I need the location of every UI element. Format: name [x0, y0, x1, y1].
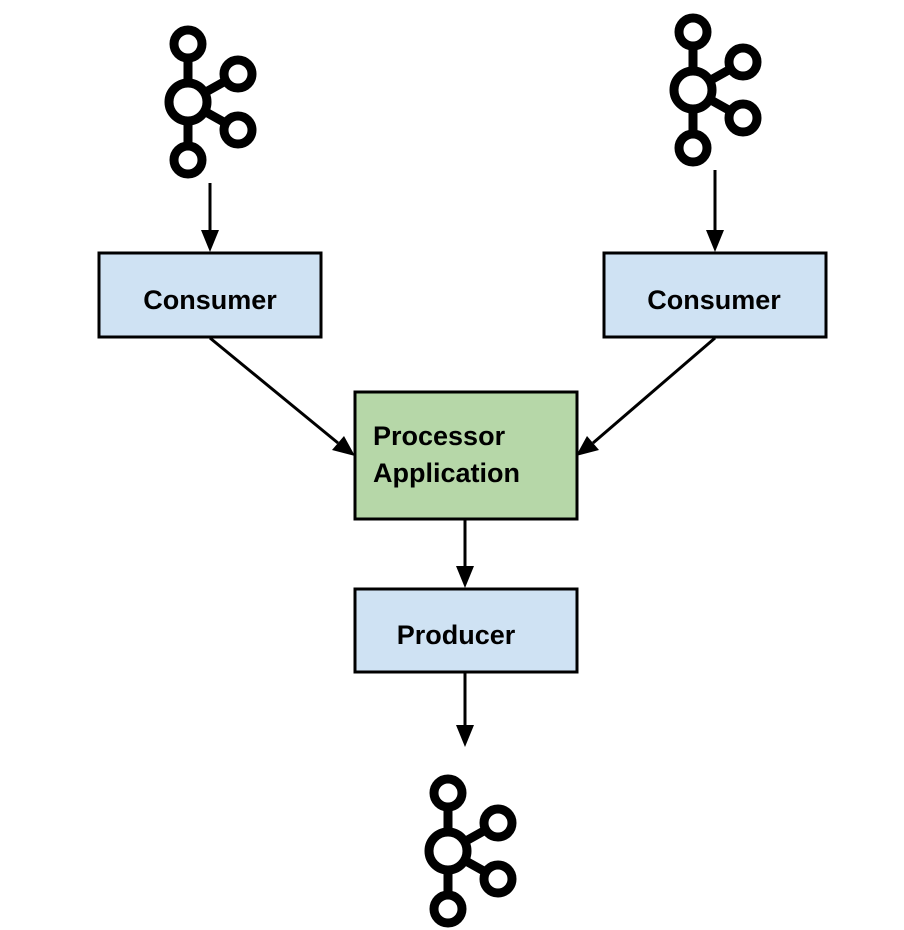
edge-consumer-left-to-processor	[209, 336, 355, 456]
edge-producer-to-sink	[456, 673, 474, 747]
processor-label-line2: Application	[373, 458, 520, 488]
consumer-right-label: Consumer	[647, 285, 781, 315]
edge-source-right-to-consumer	[706, 170, 724, 252]
edge-source-left-to-consumer	[201, 183, 219, 252]
consumer-box-left: Consumer	[97, 251, 323, 339]
producer-box: Producer	[353, 587, 579, 674]
processor-label-line1: Processor	[373, 421, 506, 451]
kafka-logo-icon	[674, 18, 757, 162]
kafka-logo-icon	[429, 779, 512, 923]
edge-consumer-right-to-processor	[576, 336, 716, 456]
edge-processor-to-producer	[456, 520, 474, 588]
consumer-left-label: Consumer	[143, 285, 277, 315]
processor-application-box: Processor Application	[353, 390, 579, 521]
kafka-logo-icon	[169, 30, 252, 174]
consumer-box-right: Consumer	[602, 251, 828, 339]
producer-label: Producer	[397, 620, 516, 650]
